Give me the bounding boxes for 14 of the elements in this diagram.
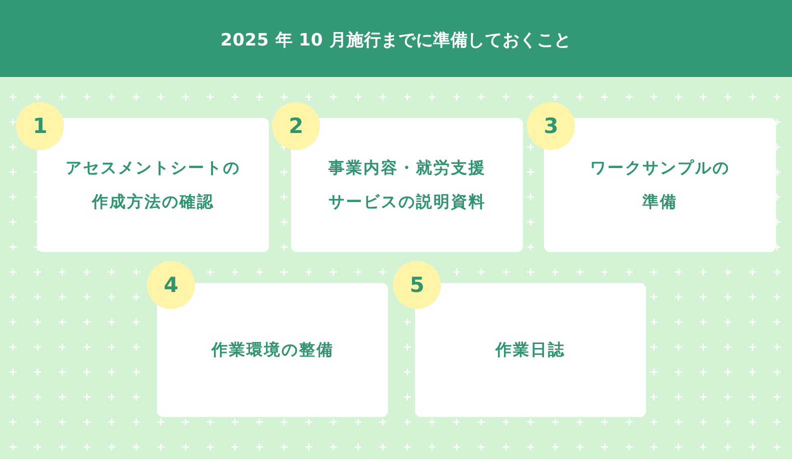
task-card	[291, 118, 523, 252]
step-number: 3	[544, 114, 558, 138]
task-label: アセスメントシートの作成方法の確認	[64, 157, 242, 213]
task-label: 事業内容・就労支援サービスの説明資料	[327, 157, 487, 213]
step-number: 2	[288, 114, 304, 138]
step-number: 5	[410, 273, 424, 297]
title: 2025 年 10 月施行までに準備しておくこと	[220, 30, 572, 52]
task-card	[544, 118, 776, 252]
step-number: 1	[32, 114, 48, 138]
task-label: 作業日誌	[496, 339, 566, 361]
task-label: 作業環境の整備	[211, 339, 334, 361]
step-number: 4	[164, 273, 178, 297]
task-label: ワークサンプルの準備	[589, 157, 731, 213]
task-card	[37, 118, 269, 252]
